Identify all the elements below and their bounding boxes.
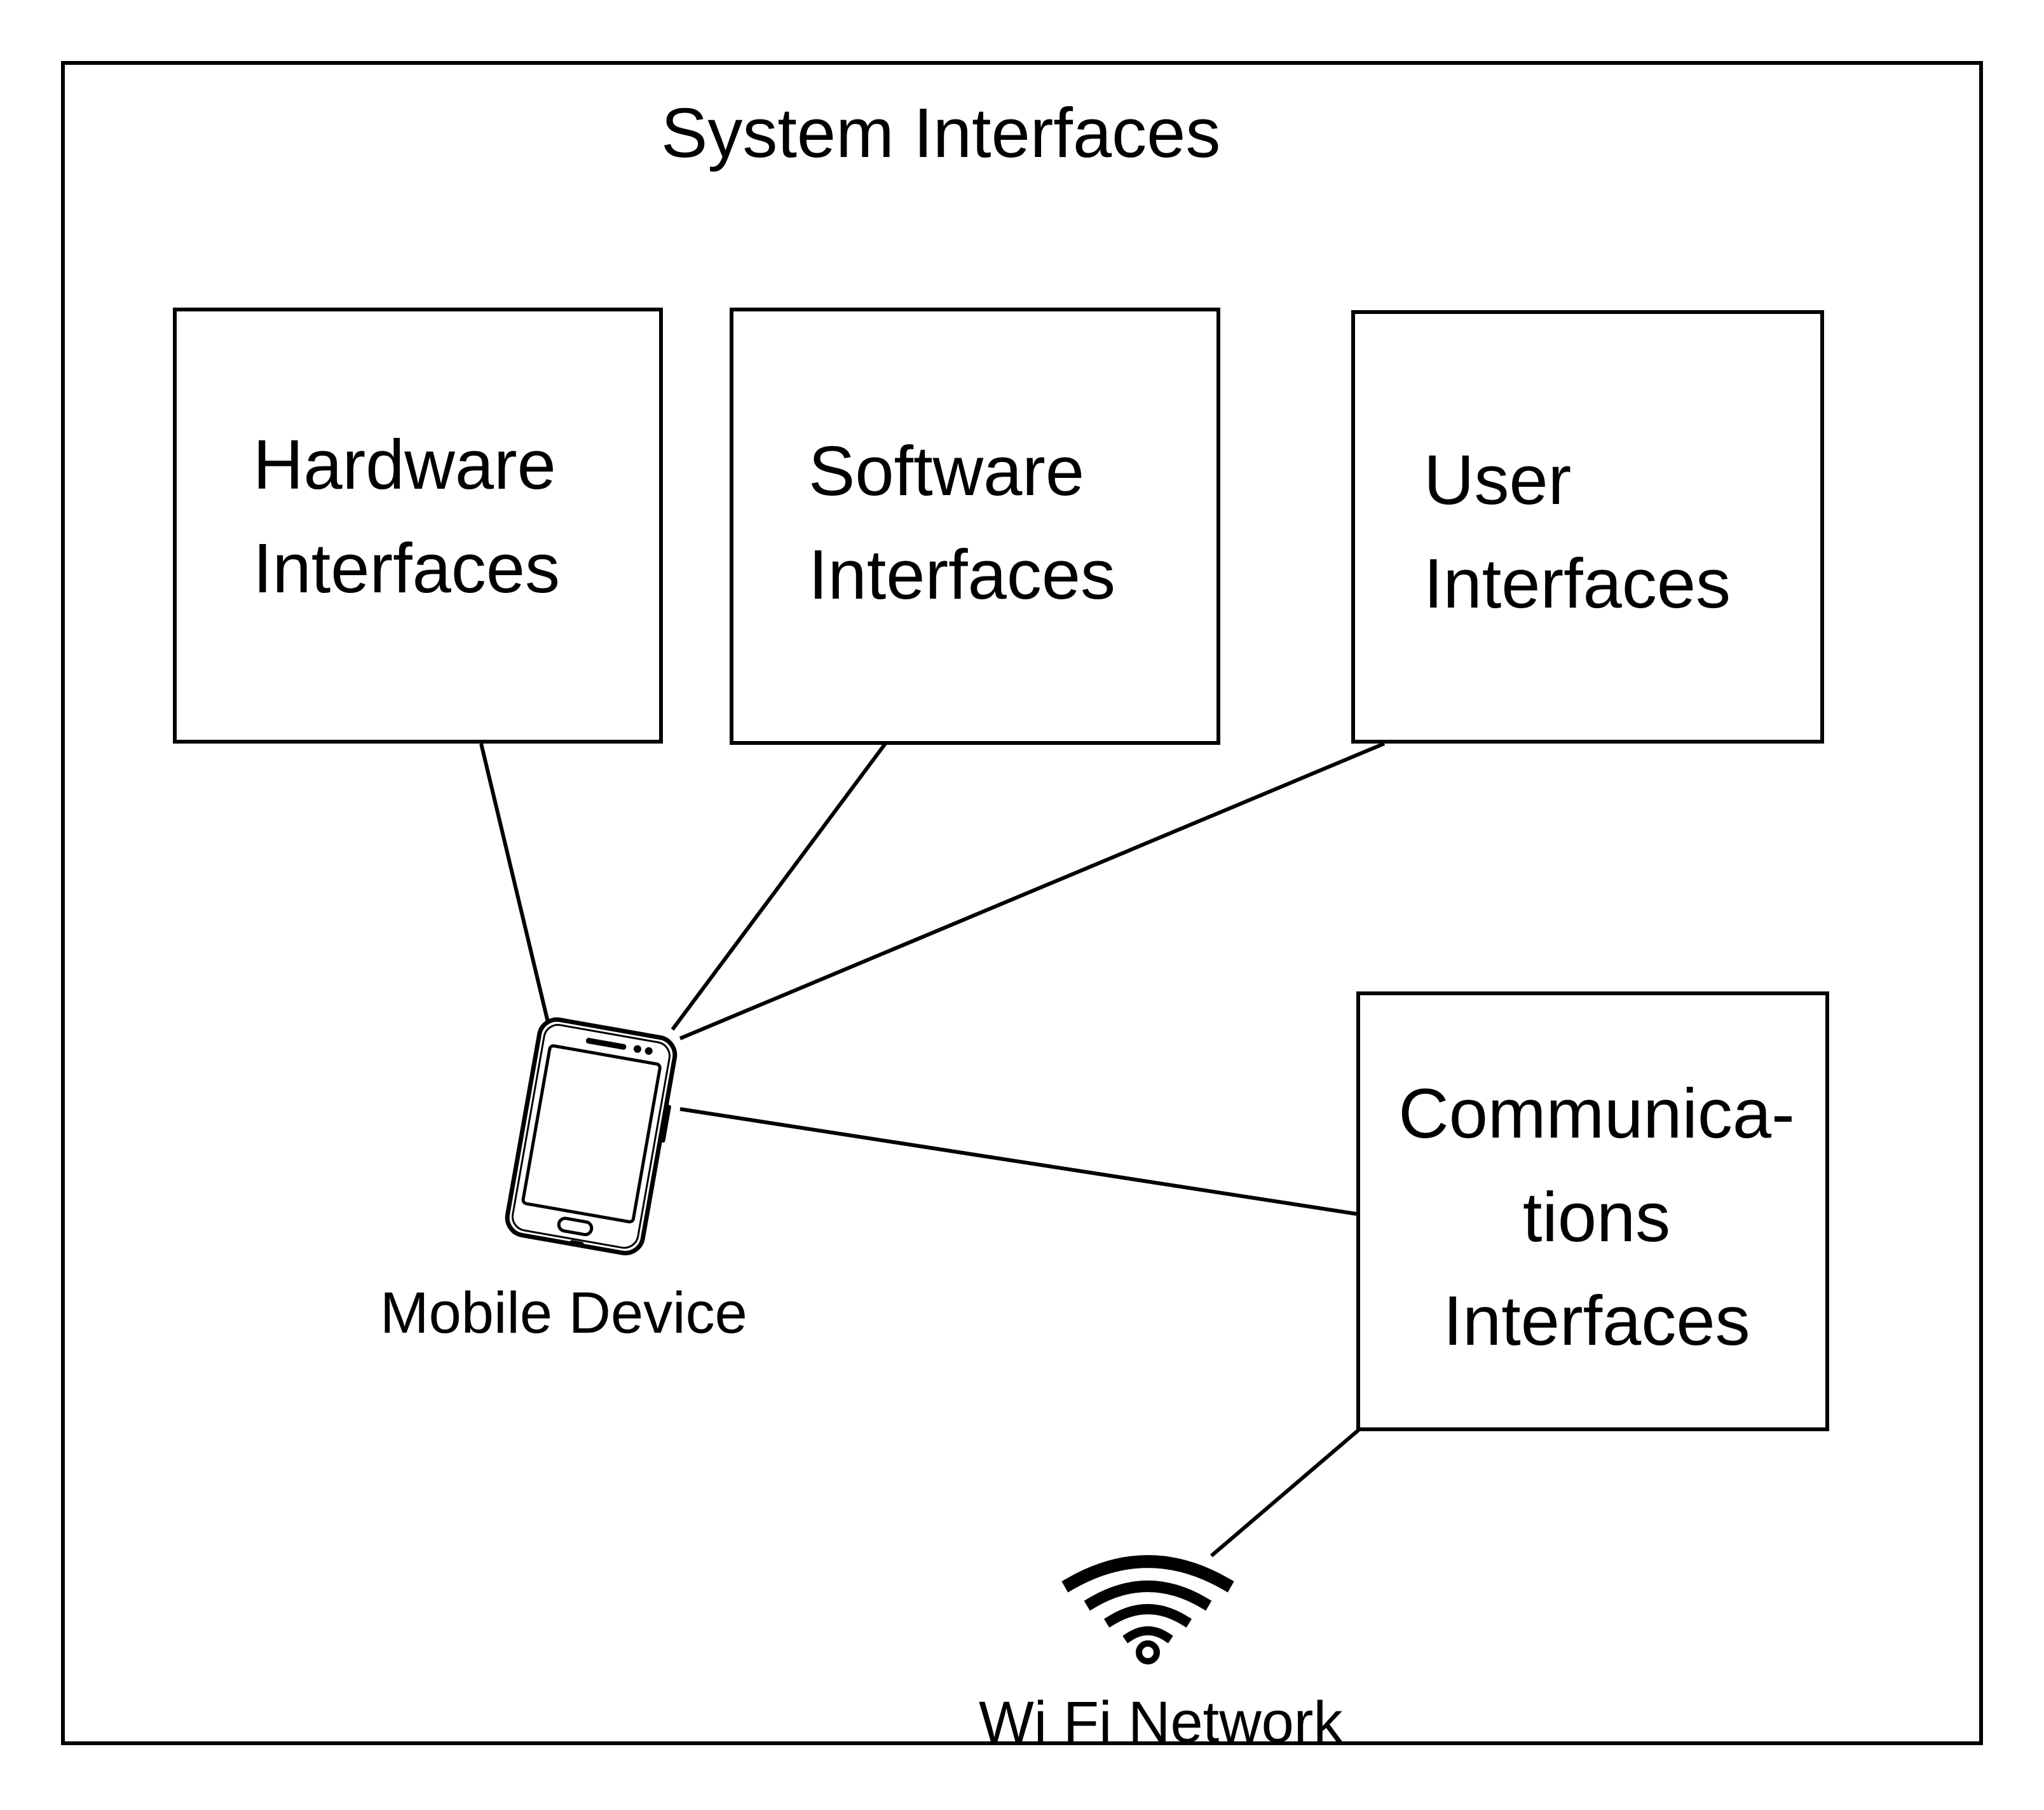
wifi-icon: [1061, 1555, 1234, 1664]
edge-mobile-communications: [679, 1107, 1357, 1216]
edge-mobile-hardware: [479, 743, 550, 1023]
communications-interfaces-box: Communica- tions Interfaces: [1356, 991, 1829, 1431]
mobile-device-label: Mobile Device: [380, 1281, 747, 1345]
software-interfaces-label: Software Interfaces: [808, 432, 1116, 614]
hardware-interfaces-label: Hardware Interfaces: [253, 426, 561, 608]
wifi-network-label: Wi Fi Network: [979, 1690, 1343, 1755]
user-interfaces-label: User Interfaces: [1424, 441, 1731, 623]
diagram-frame: [61, 61, 1983, 1745]
communications-interfaces-label: Communica- tions Interfaces: [1398, 1075, 1795, 1360]
edge-mobile-software: [671, 742, 887, 1031]
edge-communications-wifi: [1210, 1427, 1361, 1558]
user-interfaces-box: User Interfaces: [1351, 310, 1824, 744]
hardware-interfaces-box: Hardware Interfaces: [173, 308, 663, 744]
software-interfaces-box: Software Interfaces: [730, 308, 1220, 745]
smartphone-icon: [505, 1017, 678, 1256]
edge-mobile-user: [679, 742, 1386, 1040]
diagram-title: System Interfaces: [661, 94, 1221, 172]
